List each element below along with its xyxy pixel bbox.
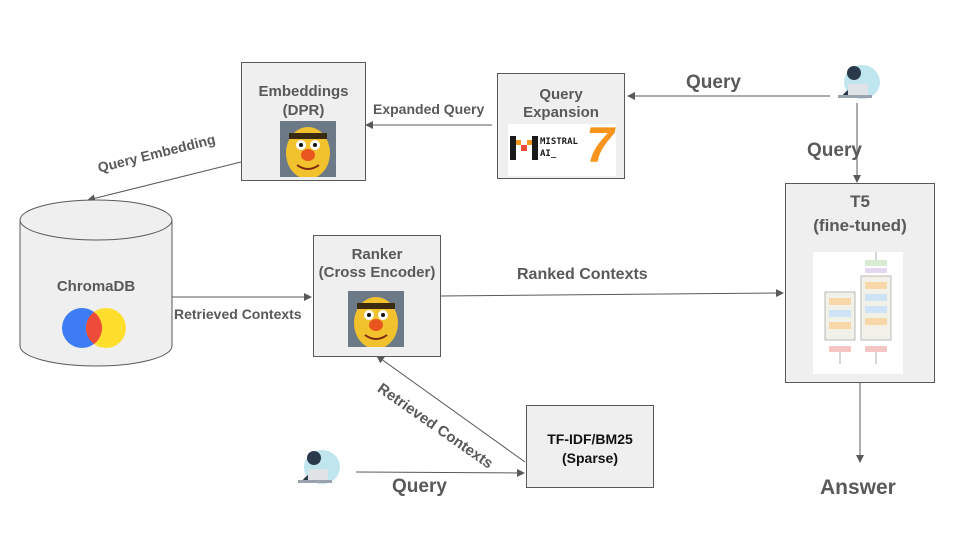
chromadb-logo-icon	[62, 308, 126, 348]
bert-face-icon	[280, 121, 336, 177]
ranker-title-line1: Ranker	[351, 246, 403, 263]
edge-label-ranked-contexts: Ranked Contexts	[517, 266, 648, 283]
edge-label-retrieved-contexts-dense: Retrieved Contexts	[174, 306, 302, 322]
arrow-embeddings-to-chromadb	[87, 161, 242, 203]
edge-label-expanded-query: Expanded Query	[373, 101, 485, 117]
t5-title-line2: (fine-tuned)	[813, 216, 907, 235]
edge-label-answer: Answer	[820, 476, 896, 499]
query-expansion-title-line1: Query	[539, 86, 583, 103]
arrow-ranker-to-t5	[440, 289, 784, 298]
mistral-logo-icon: MISTRAL AI_ 7	[508, 120, 616, 176]
arrow-sparse-to-ranker	[376, 355, 526, 463]
ranker-title-line2: (Cross Encoder)	[318, 264, 436, 281]
chromadb-cylinder[interactable]	[19, 199, 173, 367]
query-expansion-title-line2: Expansion	[523, 104, 599, 121]
mistral-m-icon	[510, 136, 538, 160]
embeddings-title-line1: Embeddings	[258, 83, 349, 100]
transformer-diagram-icon	[813, 252, 903, 374]
query-expansion-node[interactable]: Query Expansion MISTRAL AI_ 7	[497, 73, 625, 179]
t5-title-line1: T5	[850, 192, 870, 211]
edge-label-query-top: Query	[686, 72, 741, 93]
bert-face-icon	[348, 291, 404, 347]
user-laptop-icon	[298, 450, 340, 484]
sparse-title-line2: (Sparse)	[561, 450, 619, 466]
user-laptop-icon	[838, 65, 880, 99]
sparse-title-line1: TF-IDF/BM25	[547, 431, 633, 447]
mistral-number: 7	[586, 117, 614, 173]
chromadb-title: ChromaDB	[56, 278, 136, 295]
embeddings-title-line2: (DPR)	[282, 102, 325, 119]
arrow-user-bottom-to-sparse	[355, 468, 525, 477]
mistral-text-line1: MISTRAL	[540, 137, 578, 147]
ranker-node[interactable]: Ranker (Cross Encoder)	[313, 235, 441, 357]
embeddings-dpr-node[interactable]: Embeddings (DPR)	[241, 62, 366, 181]
mistral-text-line2: AI_	[540, 149, 557, 159]
t5-node[interactable]: T5 (fine-tuned)	[785, 183, 935, 383]
edge-label-query-right: Query	[807, 140, 862, 161]
edge-label-query-bottom: Query	[392, 476, 447, 497]
sparse-retriever-node[interactable]: TF-IDF/BM25 (Sparse)	[526, 405, 654, 488]
